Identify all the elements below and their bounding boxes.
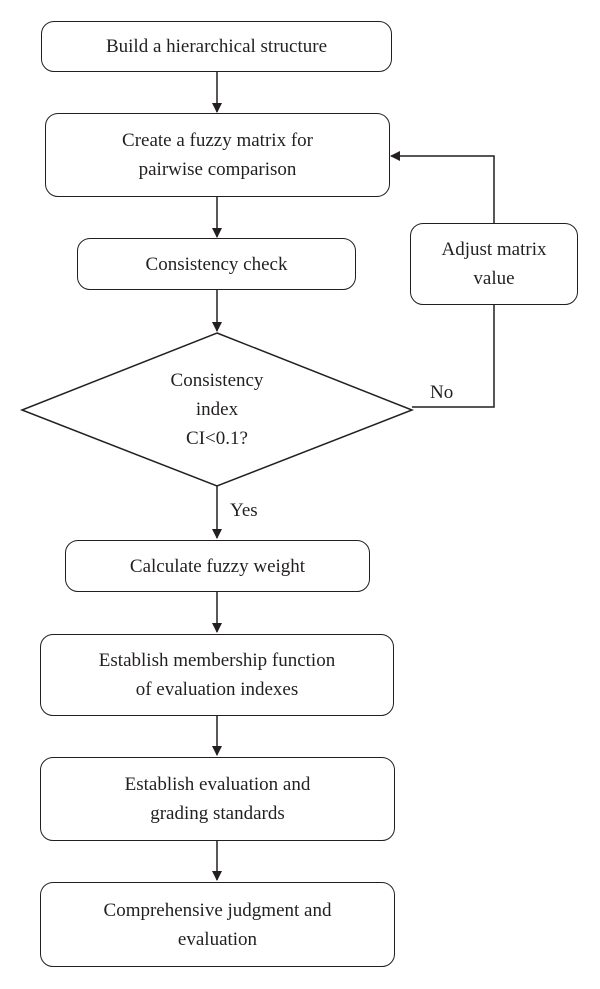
arrow-adjust-to-matrix <box>390 151 495 223</box>
decision-text-line: Consistency <box>170 370 264 391</box>
step-text-line: Create a fuzzy matrix for <box>122 130 313 151</box>
step-text-line: evaluation <box>177 928 258 950</box>
step-establish-grading-standards: Establish evaluation and grading standar… <box>40 757 395 841</box>
edge-label-yes: Yes <box>230 500 258 521</box>
edge-label-no: No <box>430 382 454 403</box>
step-establish-membership-function: Establish membership function of evaluat… <box>40 634 394 716</box>
decision-text-line: index <box>195 399 239 420</box>
step-text-line: Calculate fuzzy weight <box>129 555 306 577</box>
step-build-structure: Build a hierarchical structure <box>41 21 392 72</box>
step-text-line: Establish membership function <box>98 650 336 671</box>
step-text-line: Build a hierarchical structure <box>105 36 328 57</box>
step-text-line: grading standards <box>150 803 285 824</box>
step-text-line: Establish evaluation and <box>124 774 311 795</box>
step-calculate-fuzzy-weight: Calculate fuzzy weight <box>65 540 370 592</box>
step-text-line: of evaluation indexes <box>135 679 299 700</box>
step-comprehensive-judgment: Comprehensive judgment and evaluation <box>40 882 395 967</box>
decision-text-line: CI<0.1? <box>186 428 248 449</box>
step-text-line: Consistency check <box>145 253 288 275</box>
step-create-fuzzy-matrix: Create a fuzzy matrix for pairwise compa… <box>45 113 390 197</box>
step-adjust-matrix-value: Adjust matrix value <box>410 223 578 305</box>
feedback-line-no <box>412 305 495 408</box>
step-consistency-check: Consistency check <box>77 238 356 290</box>
step-text-line: Adjust matrix <box>441 239 547 260</box>
step-text-line: pairwise comparison <box>138 159 297 180</box>
step-text-line: value <box>473 268 515 289</box>
step-text-line: Comprehensive judgment and <box>103 899 332 921</box>
decision-consistency-index: Consistency index CI<0.1? <box>117 366 317 453</box>
